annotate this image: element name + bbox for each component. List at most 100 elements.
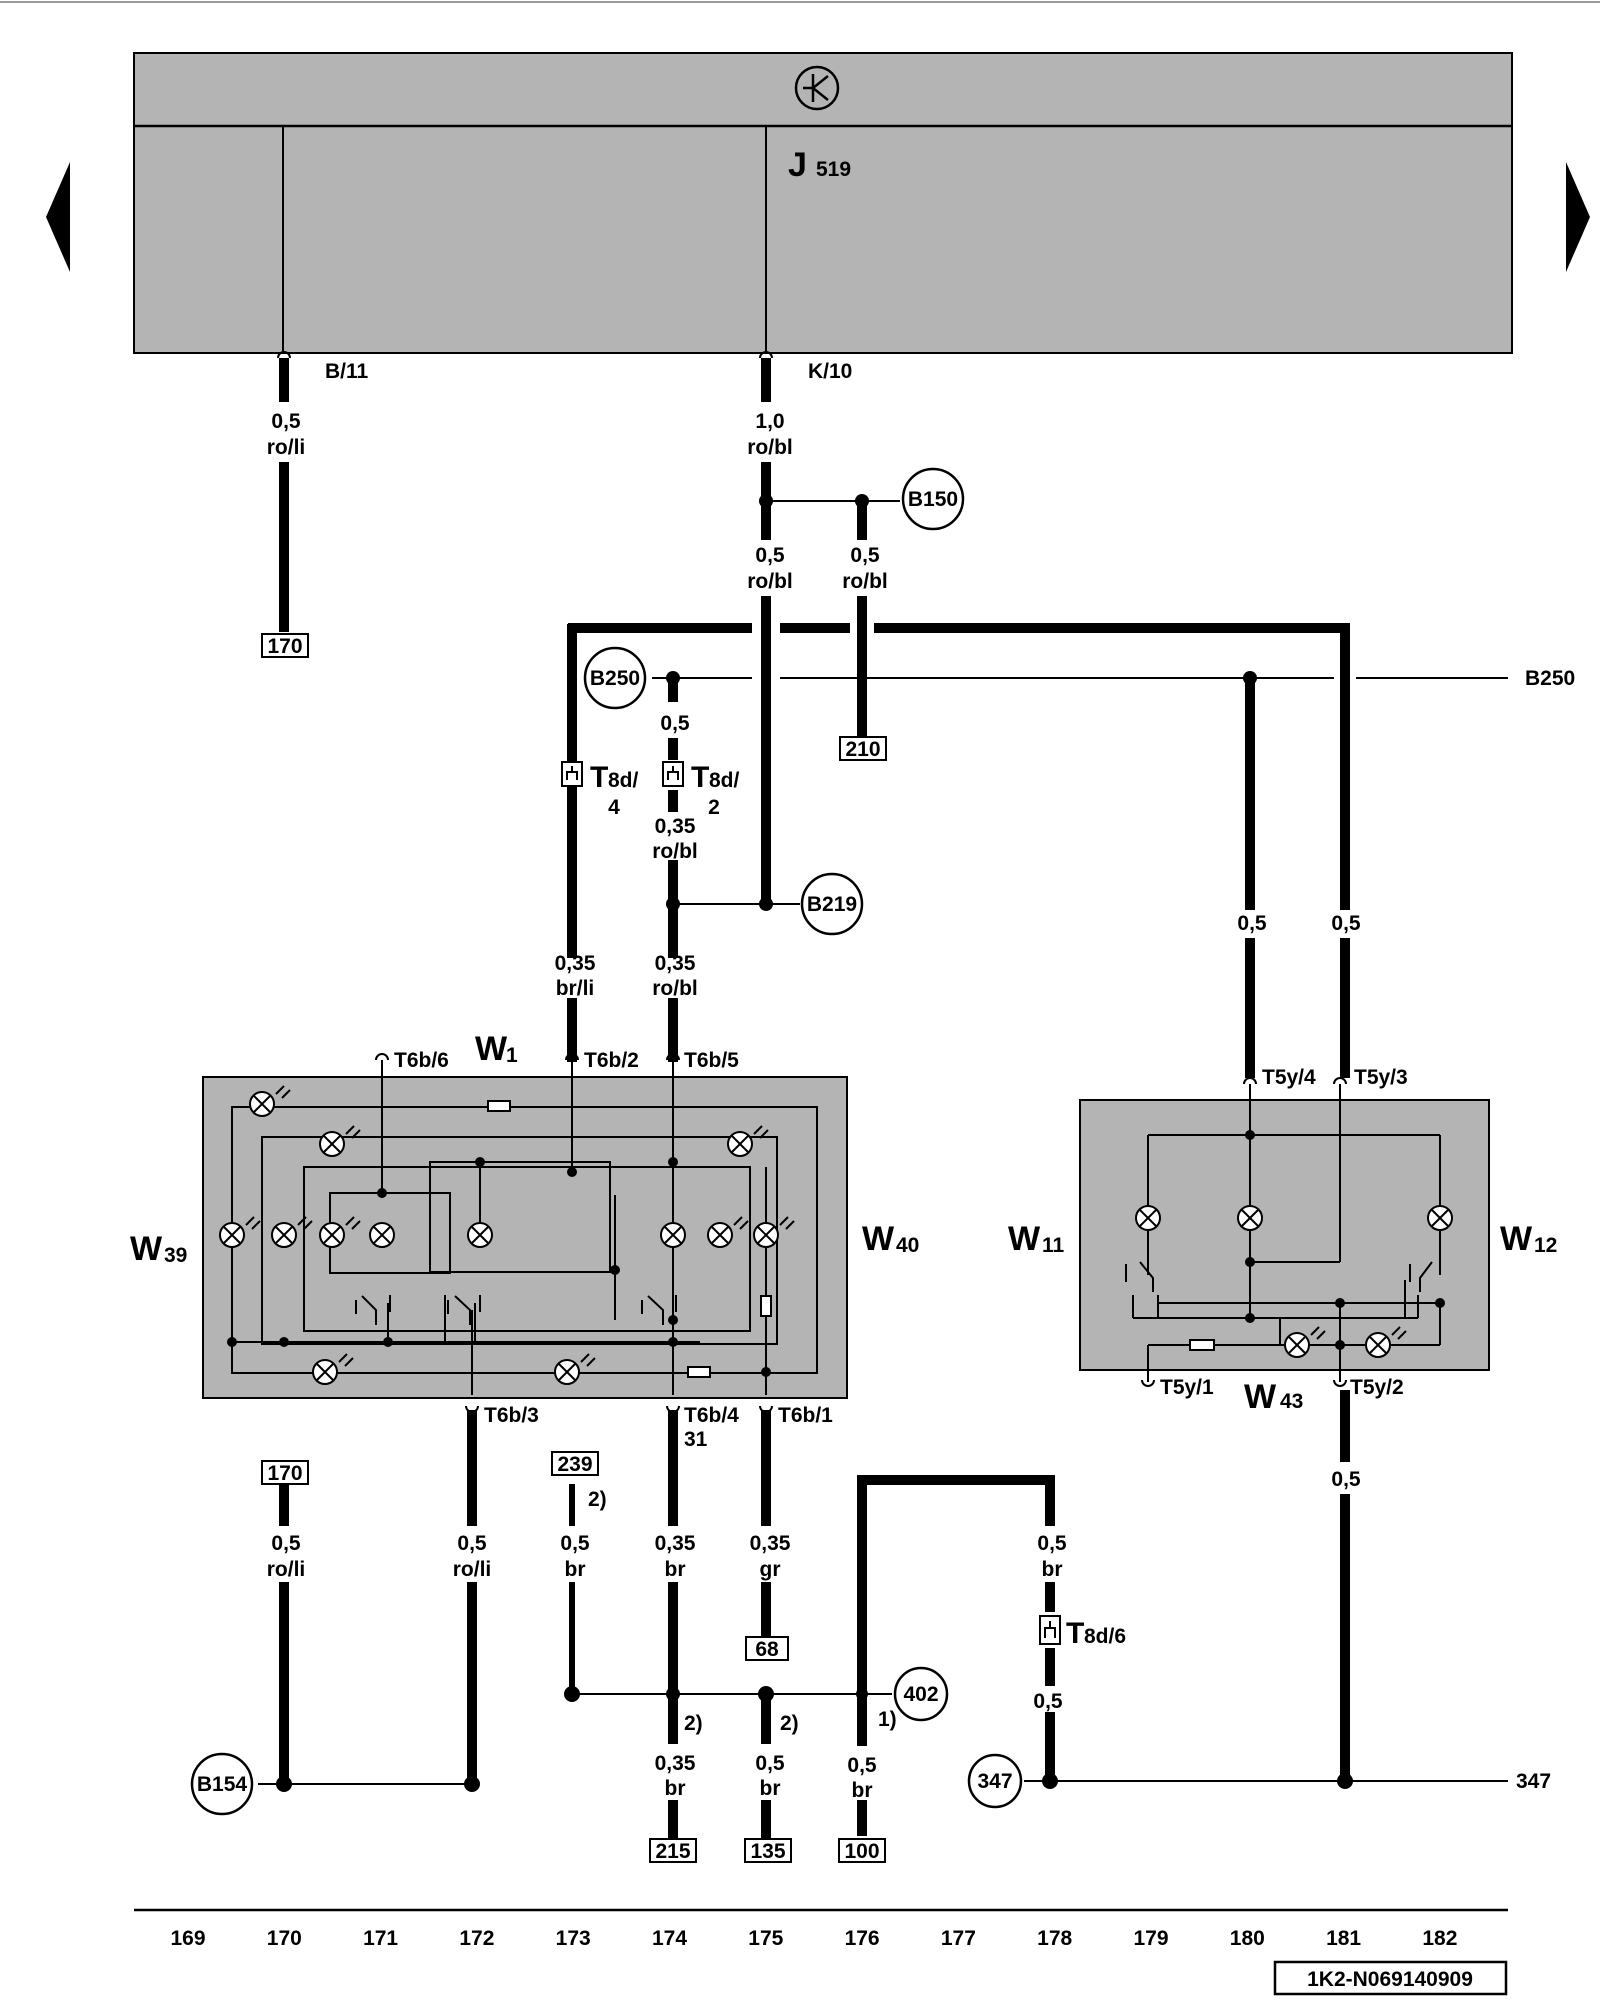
ref-box-239[interactable]: 239 (551, 1451, 599, 1476)
wire-color-down: ro/bl (747, 570, 793, 593)
control-unit-number: 519 (816, 158, 851, 181)
t8d-connectors: T 8d/ 4 T 8d/ 2 T 8d/6 (561, 761, 1126, 1650)
component-w43-sub: 43 (1280, 1390, 1303, 1413)
wire-color-174-bot: br (665, 1777, 686, 1800)
footnote-2-b: 2) (684, 1712, 703, 1735)
wire-color-173: br/li (556, 977, 595, 1000)
pin-t6b1: T6b/1 (778, 1404, 833, 1427)
resistor-icon (687, 1366, 711, 1378)
svg-text:239: 239 (557, 1453, 592, 1476)
wire-size-174-low: 0,35 (655, 1532, 696, 1555)
pin-label-b11: B/11 (325, 360, 369, 383)
scale-number: 176 (845, 1927, 880, 1950)
ref-box-215[interactable]: 215 (649, 1838, 697, 1863)
pin-t6b3: T6b/3 (484, 1404, 539, 1427)
node-b219 (800, 872, 864, 936)
scale-number: 170 (267, 1927, 302, 1950)
node-402 (893, 1666, 949, 1722)
svg-text:8d/: 8d/ (709, 769, 740, 792)
electronic-component-icon (794, 65, 840, 111)
pin-markers (277, 351, 773, 359)
wire-size-178: 0,5 (1037, 1532, 1067, 1555)
reference-boxes: 170 210 170 239 68 215 135 100 (261, 633, 887, 1863)
wire-color-178: br (1042, 1558, 1063, 1581)
ref-box-170-top[interactable]: 170 (261, 633, 309, 658)
switch-icons (355, 1295, 677, 1325)
scale-number: 171 (363, 1927, 398, 1950)
wire-color-b150: ro/bl (842, 570, 888, 593)
pin-t6b4-terminal: 31 (684, 1428, 708, 1451)
scale-number: 169 (170, 1927, 205, 1950)
wire-color-176-bot: br (852, 1779, 873, 1802)
wire-size-178-b: 0,5 (1033, 1690, 1063, 1713)
reading-light-module: T5y/4 T5y/3 T5y/1 T5y/2 W 11 W 12 W 43 (1008, 1066, 1557, 1416)
w1-pins: T6b/6 T6b/2 T6b/5 T6b/3 T6b/4 31 T6b/1 (375, 1049, 833, 1451)
node-347-label: 347 (977, 1770, 1012, 1793)
scale-number: 175 (748, 1927, 783, 1950)
svg-text:210: 210 (845, 738, 880, 761)
svg-text:135: 135 (750, 1840, 785, 1863)
control-unit-j519: J 519 (133, 52, 1513, 354)
svg-text:8d/: 8d/ (608, 769, 639, 792)
wire-size-down: 0,5 (755, 544, 785, 567)
svg-text:2: 2 (708, 796, 720, 819)
previous-page-arrow-icon[interactable] (46, 162, 70, 272)
ref-box-170-low[interactable]: 170 (261, 1460, 309, 1485)
pin-t6b2: T6b/2 (584, 1049, 639, 1072)
scale-number: 178 (1037, 1927, 1072, 1950)
wire-size-175-low: 0,35 (750, 1532, 791, 1555)
node-347-right-label: 347 (1516, 1770, 1551, 1793)
ref-box-100[interactable]: 100 (838, 1838, 886, 1863)
svg-text:T: T (1066, 1617, 1084, 1650)
wire-size-b11: 0,5 (271, 410, 301, 433)
wire-color-172-low: ro/li (453, 1558, 492, 1581)
node-402-label: 402 (903, 1683, 938, 1706)
control-unit-name: J (788, 146, 807, 184)
svg-text:68: 68 (755, 1638, 779, 1661)
connector-t8d2: T 8d/ 2 (662, 761, 740, 819)
component-w12-label: W (1500, 1220, 1533, 1258)
document-id-label: 1K2-N069140909 (1307, 1968, 1473, 1991)
svg-text:4: 4 (608, 796, 620, 819)
wire-size-t8d2: 0,5 (660, 712, 690, 735)
wire-size-174: 0,35 (655, 952, 696, 975)
node-b250-label: B250 (590, 667, 640, 690)
bulb-icons (219, 1085, 795, 1385)
wire-size-k10: 1,0 (755, 410, 784, 433)
ref-box-210[interactable]: 210 (839, 736, 887, 761)
scale-number: 174 (652, 1927, 687, 1950)
wire-size-170-low: 0,5 (271, 1532, 301, 1555)
pin-t6b4: T6b/4 (684, 1404, 739, 1427)
wire-color-174-low: br (665, 1558, 686, 1581)
switch-icons (1125, 1261, 1433, 1292)
bulb-icons (1135, 1205, 1453, 1358)
node-b219-label: B219 (807, 893, 857, 916)
wire-size-175-bot: 0,5 (755, 1752, 785, 1775)
next-page-arrow-icon[interactable] (1566, 162, 1590, 272)
wire-color-175-low: gr (760, 1558, 781, 1581)
component-w39-label: W (130, 1230, 163, 1268)
wire-size-181: 0,5 (1331, 912, 1361, 935)
component-w43-label: W (1244, 1378, 1277, 1416)
wire-color-173-low: br (565, 1558, 586, 1581)
node-347 (967, 1753, 1023, 1809)
node-b154 (190, 1752, 254, 1816)
component-w11-label: W (1008, 1220, 1041, 1258)
wire-size-b150: 0,5 (850, 544, 880, 567)
wire-size-181-low: 0,5 (1331, 1468, 1361, 1491)
svg-text:170: 170 (267, 1462, 302, 1485)
ref-box-68[interactable]: 68 (745, 1636, 789, 1661)
pin-t5y1: T5y/1 (1160, 1376, 1214, 1399)
resistor-icon (487, 1100, 511, 1112)
junction-dots (276, 494, 1353, 1792)
wire-lines (258, 358, 1508, 1838)
pin-label-k10: K/10 (808, 360, 852, 383)
wire-labels: B/11 K/10 0,5 ro/li 1,0 ro/bl 0,5 ro/bl … (267, 360, 1361, 1802)
wire-color-175-bot: br (760, 1777, 781, 1800)
circle-nodes: B150 B250 B250 B219 B154 402 347 347 (190, 467, 1575, 1816)
component-w1-label: W (475, 1030, 508, 1068)
scale-number: 181 (1326, 1927, 1361, 1950)
pin-t5y2: T5y/2 (1350, 1376, 1404, 1399)
ref-box-135[interactable]: 135 (744, 1838, 792, 1863)
